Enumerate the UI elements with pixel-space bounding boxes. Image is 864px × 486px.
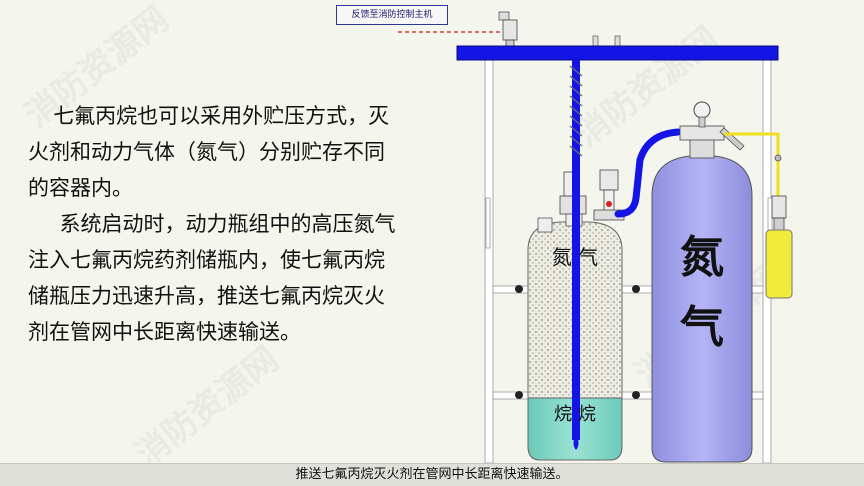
discharge-pipe bbox=[572, 60, 580, 440]
selector-valve bbox=[593, 169, 625, 221]
nitrogen-hose bbox=[614, 128, 682, 218]
agent-top-label: 氮 气 bbox=[552, 245, 598, 269]
hose-coil bbox=[569, 65, 583, 157]
caption-bar: 推送七氟丙烷灭火剂在管网中长距离快速输送。 bbox=[0, 463, 864, 486]
feedback-label: 反馈至消防控制主机 bbox=[336, 5, 448, 25]
description-text: 七氟丙烷也可以采用外贮压方式，灭火剂和动力气体（氮气）分别贮存不同的容器内。 系… bbox=[28, 98, 398, 350]
agent-bottom-label: 烷 烷 bbox=[554, 404, 596, 425]
pilot-line bbox=[724, 132, 780, 196]
system-diagram: 氮 气 烷 烷 氮 气 bbox=[398, 11, 793, 463]
nitrogen-label-1: 氮 bbox=[680, 232, 724, 283]
nitrogen-label-2: 气 bbox=[680, 302, 724, 353]
pilot-fitting bbox=[774, 154, 782, 162]
pressure-switch bbox=[498, 11, 518, 49]
agent-droplet bbox=[573, 434, 579, 450]
paragraph-2: 系统启动时，动力瓶组中的高压氮气注入七氟丙烷药剂储瓶内，使七氟丙烷储瓶压力迅速升… bbox=[28, 212, 396, 344]
pilot-cylinder bbox=[765, 195, 793, 299]
manifold-pipe bbox=[456, 45, 779, 61]
paragraph-1: 七氟丙烷也可以采用外贮压方式，灭火剂和动力气体（氮气）分别贮存不同的容器内。 bbox=[28, 104, 390, 200]
